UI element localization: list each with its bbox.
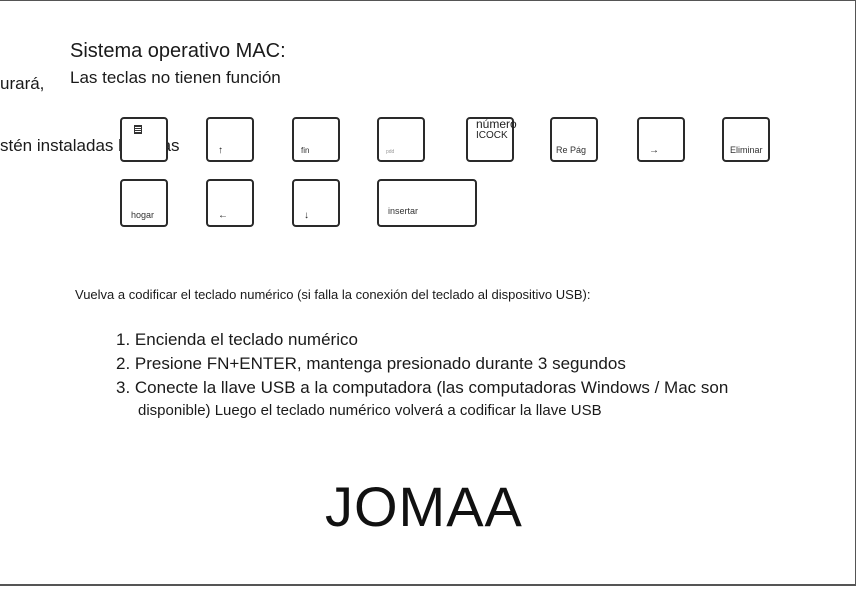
cut-off-text-line1: urará, <box>0 74 45 93</box>
mac-section-title: Sistema operativo MAC: <box>70 40 286 62</box>
calculator-icon <box>134 125 142 134</box>
arrow-right-icon: → <box>649 145 659 156</box>
key-down: ↓ <box>292 179 340 227</box>
arrow-left-icon: ← <box>218 210 228 221</box>
key-hogar: hogar <box>120 179 168 227</box>
key-eliminar: Eliminar <box>722 117 770 162</box>
key-pgdn: pdd <box>377 117 425 162</box>
key-label-top: número <box>476 117 517 131</box>
recode-intro: Vuelva a codificar el teclado numérico (… <box>75 287 591 302</box>
recode-step: 2. Presione FN+ENTER, mantenga presionad… <box>116 354 626 373</box>
arrow-up-icon: ↑ <box>218 145 223 156</box>
key-label: pdd <box>386 149 395 155</box>
key-label: insertar <box>388 206 419 216</box>
recode-step: 3. Conecte la llave USB a la computadora… <box>116 378 729 397</box>
key-numlock: número ICOCK <box>466 117 517 162</box>
key-right: → <box>637 117 685 162</box>
recode-step-continuation: disponible) Luego el teclado numérico vo… <box>138 402 602 419</box>
recode-step: 1. Encienda el teclado numérico <box>116 330 358 349</box>
key-label: Eliminar <box>730 145 763 155</box>
key-label: fin <box>301 146 310 155</box>
arrow-down-icon: ↓ <box>304 210 309 221</box>
key-label: Re Pág <box>556 145 587 155</box>
key-calculator <box>120 117 168 162</box>
brand-logo: JOMAA <box>325 475 523 538</box>
key-repag: Re Pág <box>550 117 598 162</box>
key-label-bottom: ICOCK <box>476 130 508 141</box>
key-insertar: insertar <box>377 179 477 227</box>
key-left: ← <box>206 179 254 227</box>
key-up: ↑ <box>206 117 254 162</box>
mac-section-subtitle: Las teclas no tienen función <box>70 68 281 87</box>
key-label: hogar <box>131 210 155 220</box>
key-fin: fin <box>292 117 340 162</box>
recode-steps: 1. Encienda el teclado numérico 2. Presi… <box>116 328 728 422</box>
